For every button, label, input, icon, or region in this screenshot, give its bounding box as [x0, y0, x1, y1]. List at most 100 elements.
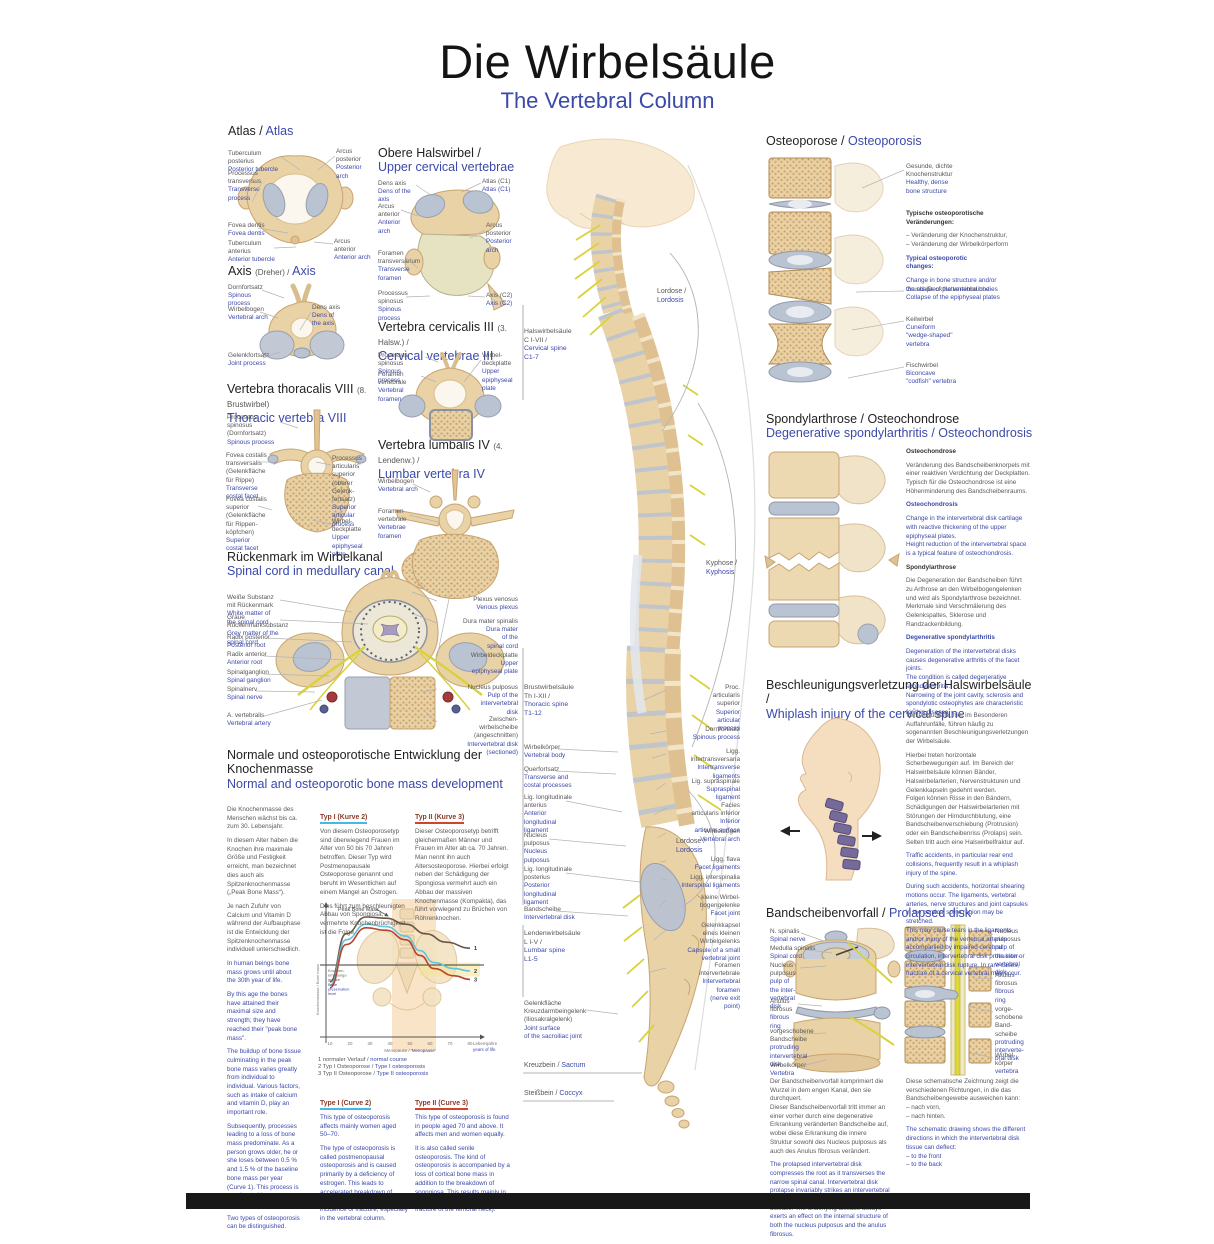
- text-paragraph: Degeneration of the intervertebral disks…: [906, 648, 1024, 716]
- svg-text:2: 2: [474, 969, 477, 975]
- osteoporosis-illustration: [768, 157, 884, 383]
- text-paragraph: Two types of osteoporosis can be disting…: [227, 1214, 300, 1231]
- whiplash-illustration: [780, 717, 882, 881]
- poster-footer-bar: [186, 1193, 1030, 1209]
- text-paragraph: By this age the bones have attained thei…: [227, 991, 298, 1042]
- heading-whiplash: Beschleunigungsverletzung der Halswirbel…: [766, 678, 1032, 721]
- heading-cervical-upper: Obere Halswirbel /Upper cervical vertebr…: [378, 146, 515, 175]
- cervical-upper-illustration: [404, 189, 507, 311]
- spine-illustration: [522, 138, 756, 1129]
- text-paragraph: Typische osteoporotische Veränderungen:: [906, 210, 984, 226]
- text-paragraph: – Veränderung der Knochenstruktur, – Ver…: [906, 232, 1009, 249]
- bonemass-text-col3-top: Typ II (Kurve 3) Dieser Osteoporosetyp be…: [415, 806, 513, 929]
- svg-text:40: 40: [388, 1041, 393, 1046]
- svg-text:1: 1: [474, 946, 477, 952]
- axis-illustration: [259, 283, 345, 360]
- svg-text:Lebensjahre: Lebensjahre: [473, 1041, 498, 1046]
- prolapse-3d-illustration: [783, 927, 901, 1073]
- text-paragraph: The type of osteoporosis is called postm…: [320, 1145, 408, 1222]
- svg-text:50: 50: [408, 1041, 413, 1046]
- heading-osteoporosis: Osteoporose / Osteoporosis: [766, 134, 922, 148]
- atlas-illustration: [237, 155, 354, 245]
- svg-text:30: 30: [368, 1041, 373, 1046]
- spondylarthrosis-illustration: [764, 451, 900, 648]
- text-paragraph: Diese schematische Zeichnung zeigt die v…: [906, 1078, 1021, 1120]
- text-paragraph: Von diesem Osteoporosetyp sind überwiege…: [320, 828, 400, 896]
- text-paragraph: Hierbei treten horizontale Scherbewegung…: [906, 751, 1025, 846]
- svg-text:erhaltungs-: erhaltungs-: [328, 973, 348, 978]
- poster-title: Die Wirbelsäule: [439, 35, 776, 88]
- osteoporosis-note: Typische osteoporotische Veränderungen: –…: [906, 210, 1030, 300]
- svg-text:Menopause / 'Menopause': Menopause / 'Menopause': [384, 1048, 435, 1053]
- text-paragraph: Veränderung des Bandscheibenknorpels mit…: [906, 461, 1030, 495]
- text-paragraph: The schematic drawing shows the differen…: [906, 1126, 1026, 1169]
- whiplash-text: Verkehrsunfälle, hier im Besonderen Auff…: [906, 712, 1030, 984]
- svg-text:level: level: [328, 991, 336, 996]
- text-paragraph: Die Degeneration der Bandscheiben führt …: [906, 577, 1022, 628]
- svg-text:10: 10: [328, 1041, 333, 1046]
- text-paragraph: Die Knochenmasse des Menschen wächst bis…: [227, 806, 298, 831]
- svg-text:Peak Bone Mass: Peak Bone Mass: [338, 907, 379, 913]
- text-block-heading: Type I (Curve 2): [320, 1100, 372, 1110]
- chart-legend-entry: 2 Typ I Osteoporose / Type I osteoporosi…: [318, 1064, 426, 1070]
- text-paragraph: In diesem Alter haben die Knochen ihre m…: [227, 837, 299, 897]
- text-paragraph: Change in bone structure and/or the shap…: [906, 277, 998, 293]
- svg-text:80: 80: [468, 1041, 473, 1046]
- text-paragraph: Traffic accidents, in particular rear en…: [906, 852, 1019, 877]
- chart-legend-entry: 3 Typ II Osteoporose / Type II osteoporo…: [318, 1071, 429, 1077]
- text-paragraph: Subsequently, processes leading to a los…: [227, 1122, 299, 1208]
- text-paragraph: Dies führt zum beschleunigten Abbau von …: [320, 902, 406, 936]
- svg-text:preservation: preservation: [328, 986, 349, 991]
- prolapse-text-left: Der Bandscheibenvorfall komprimiert die …: [770, 1078, 890, 1244]
- text-paragraph: This type of osteoporosis affects mainly…: [320, 1114, 397, 1139]
- text-paragraph: Je nach Zufuhr von Calcium und Vitamin D…: [227, 902, 301, 954]
- prolapse-text-right: Diese schematische Zeichnung zeigt die v…: [906, 1078, 1026, 1175]
- svg-text:Knochen-: Knochen-: [328, 968, 345, 973]
- svg-text:3: 3: [474, 977, 477, 983]
- poster-subtitle: The Vertebral Column: [500, 88, 715, 113]
- text-paragraph: Verkehrsunfälle, hier im Besonderen Auff…: [906, 712, 1029, 746]
- bonemass-text-col2-top: Typ I (Kurve 2) Von diesem Osteoporosetyp…: [320, 806, 408, 942]
- heading-axis: Axis (Dreher) / Axis: [228, 264, 316, 278]
- poster-page: { "headings": { "title": {"de": "Die Wir…: [186, 35, 1033, 1238]
- text-paragraph: In human beings bone mass grows until ab…: [227, 960, 292, 985]
- text-paragraph: Spondylarthrose: [906, 563, 957, 571]
- svg-text:years of life: years of life: [473, 1047, 496, 1052]
- text-paragraph: Der Bandscheibenvorfall komprimiert die …: [770, 1078, 888, 1155]
- text-paragraph: Dieser Osteoporosetyp betrifft gleicherm…: [415, 828, 509, 922]
- heading-prolapse: Bandscheibenvorfall / Prolapsed disk: [766, 906, 972, 920]
- text-paragraph: Osteochondrose: [906, 448, 957, 455]
- svg-text:Knochenmasse / Bone mass: Knochenmasse / Bone mass: [315, 964, 320, 1015]
- thoracic8-illustration: [267, 409, 367, 533]
- text-block-heading: Type II (Curve 3): [415, 1100, 469, 1110]
- svg-text:Bone: Bone: [328, 982, 337, 987]
- cervical3-illustration: [398, 352, 502, 441]
- text-paragraph: Change in the intervertebral disk cartil…: [906, 515, 1027, 557]
- svg-text:20: 20: [348, 1041, 353, 1046]
- svg-text:70: 70: [448, 1041, 453, 1046]
- text-paragraph: This type of osteoporosis is found in pe…: [415, 1114, 509, 1139]
- heading-cervical3: Vertebra cervicalis III (3. Halsw.) /Cer…: [378, 320, 507, 363]
- lumbar4-illustration: [395, 469, 515, 599]
- svg-text:60: 60: [428, 1041, 433, 1046]
- heading-bonemass: Normale und osteoporotische Entwicklung …: [227, 748, 503, 791]
- heading-atlas: Atlas / Atlas: [228, 124, 294, 138]
- text-paragraph: The buildup of bone tissue culminating i…: [227, 1048, 301, 1116]
- text-paragraph: Osteochondrosis: [906, 501, 958, 509]
- text-paragraph: Typical osteoporotic changes:: [906, 254, 968, 271]
- bonemass-text-col1: Die Knochenmasse des Menschen wächst bis…: [227, 806, 301, 1237]
- text-block-heading: Typ I (Kurve 2): [320, 814, 368, 824]
- text-paragraph: During such accidents, horizontal sheari…: [906, 883, 1028, 978]
- text-paragraph: Degenerative spondylarthritis: [906, 634, 995, 642]
- text-block-heading: Typ II (Kurve 3): [415, 814, 465, 824]
- svg-text:grenze: grenze: [328, 977, 340, 982]
